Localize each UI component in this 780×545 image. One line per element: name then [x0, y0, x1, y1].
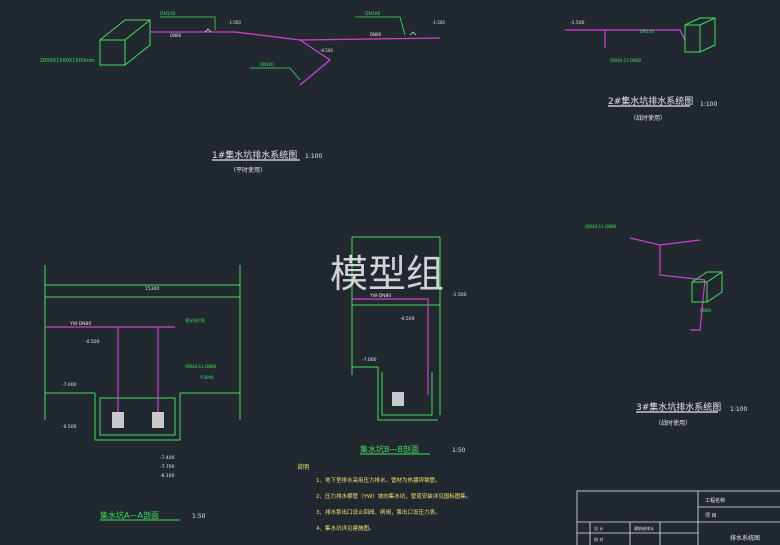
label-pump-aa: QW40-13 DN80: [185, 364, 217, 369]
pit-box-2: [684, 17, 716, 53]
section-aa-title: 集水坑A—A剖面: [100, 510, 159, 520]
system-view-2: -1.500 DN100 QW40-13 DN80 2#集水坑排水系统图 1:1…: [565, 17, 717, 122]
label-pumpnote-aa: 潜水排污泵: [185, 317, 205, 323]
note-item-1: 1、地下室排水采用压力排水，管材为热镀锌钢管。: [316, 476, 441, 484]
section-aa-walls: [44, 265, 241, 441]
label-elev-3: -0.500: [320, 48, 333, 53]
system-view-3: QW40-13 DN80 DN80 3#集水坑排水系统图 1:100 （战时使用…: [585, 224, 747, 427]
label-dn80-2: DN80: [370, 32, 382, 37]
discharge-pipe-2: [565, 29, 686, 41]
label-valve-aa: Y-3000: [199, 375, 214, 380]
section-bb: YW-DN80 -1.500 -0.500 -7.000 集水坑B—B剖面 1:…: [351, 236, 467, 455]
label-pump-v2: QW40-13 DN80: [610, 58, 642, 63]
section-aa-scale: 1:50: [192, 513, 206, 520]
label-elev-2: -1.500: [432, 20, 445, 25]
branch-pipe-1: [299, 39, 332, 86]
view1-scale: 1:100: [305, 153, 322, 160]
tb-project-label: 工程名称: [705, 497, 725, 504]
label-dn80-v3: DN80: [700, 308, 712, 313]
label-dn100-2: DN100: [365, 11, 381, 17]
section-bb-walls: [351, 236, 441, 421]
view1-note: （平时使用）: [230, 166, 266, 174]
label-dn100-v2: DN100: [640, 29, 654, 34]
label-elev-aa-3: -0.500: [62, 424, 77, 430]
elev-markers-1: [204, 28, 417, 36]
label-dn100-3: DN100: [260, 62, 274, 67]
label-yw-aa: YW-DN80: [69, 321, 91, 327]
note-item-2: 2、压力排水横管（YW）坡向集水坑，管道安装详见国标图集。: [316, 492, 471, 500]
tb-row-2: 校 对: [594, 536, 603, 542]
label-elev-aa-6: -8.100: [160, 473, 175, 479]
pump-symbol-bb: [392, 392, 404, 406]
label-yw-bb: YW-DN80: [369, 293, 391, 299]
label-elev-bb-3: -7.000: [362, 357, 377, 363]
label-elev-aa-2: -7.000: [62, 382, 77, 388]
view3-note: （战时使用）: [655, 419, 691, 427]
section-aa: YW-DN80 15300 -0.500 -7.000 -0.500 QW40-…: [44, 265, 241, 521]
label-dn80-1: DN80: [170, 33, 182, 38]
view2-note: （战时使用）: [630, 114, 666, 122]
label-elev-aa-5: -7.700: [160, 464, 175, 470]
label-elev-v2: -1.500: [570, 20, 585, 26]
notes-block: 说明 1、地下室排水采用压力排水，管材为热镀锌钢管。 2、压力排水横管（YW）坡…: [297, 463, 471, 532]
note-item-4: 4、集水坑详见建施图。: [316, 524, 375, 532]
view2-title: 2#集水坑排水系统图: [608, 95, 693, 107]
section-aa-risers: [117, 327, 159, 420]
label-dim-aa: 15300: [145, 286, 159, 292]
pit-box-3: [691, 271, 723, 303]
tb-drawing-title: 排水系统图: [730, 534, 760, 542]
view3-title: 3#集水坑排水系统图: [636, 401, 721, 413]
view1-title: 1#集水坑排水系统图: [212, 149, 297, 161]
view2-scale: 1:100: [700, 101, 717, 108]
label-elev-bb-1: -1.500: [452, 292, 467, 298]
label-pump-v3: QW40-13 DN80: [585, 224, 617, 229]
discharge-pipe-1: [150, 31, 441, 41]
note-item-3: 3、排水泵出口设止回阀、闸阀，泵出口设压力表。: [316, 508, 441, 516]
pit-box-1: [99, 19, 151, 66]
pump-symbols-aa: [112, 412, 164, 428]
section-bb-pipe: [352, 298, 429, 395]
label-pit-size: 2000X1500X1500mm: [40, 58, 95, 64]
notes-heading: 说明: [297, 463, 309, 471]
discharge-pipe-3: [629, 237, 701, 246]
section-bb-title: 集水坑B—B剖面: [360, 444, 419, 454]
label-dn100-1: DN100: [160, 11, 176, 17]
view3-scale: 1:100: [730, 406, 747, 413]
tb-item-label: 项 目: [705, 513, 717, 519]
title-block: 工程名称 项 目 排水系统图 设 计 校 对 建筑给排水: [576, 490, 780, 545]
watermark: 模型组: [330, 252, 444, 296]
leader-lines-1: [160, 16, 406, 81]
label-elev-aa-1: -0.500: [85, 339, 100, 345]
label-elev-aa-4: -7.400: [160, 455, 175, 461]
label-elev-bb-2: -0.500: [400, 316, 415, 322]
system-view-1: 2000X1500X1500mm DN100 DN100 DN80 DN80 D…: [40, 11, 445, 174]
tb-sub-label: 建筑给排水: [634, 525, 654, 531]
tb-row-1: 设 计: [594, 525, 603, 531]
section-bb-scale: 1:50: [452, 447, 466, 454]
label-elev-1: -1.500: [228, 20, 241, 25]
branch-pipe-3: [659, 245, 706, 331]
